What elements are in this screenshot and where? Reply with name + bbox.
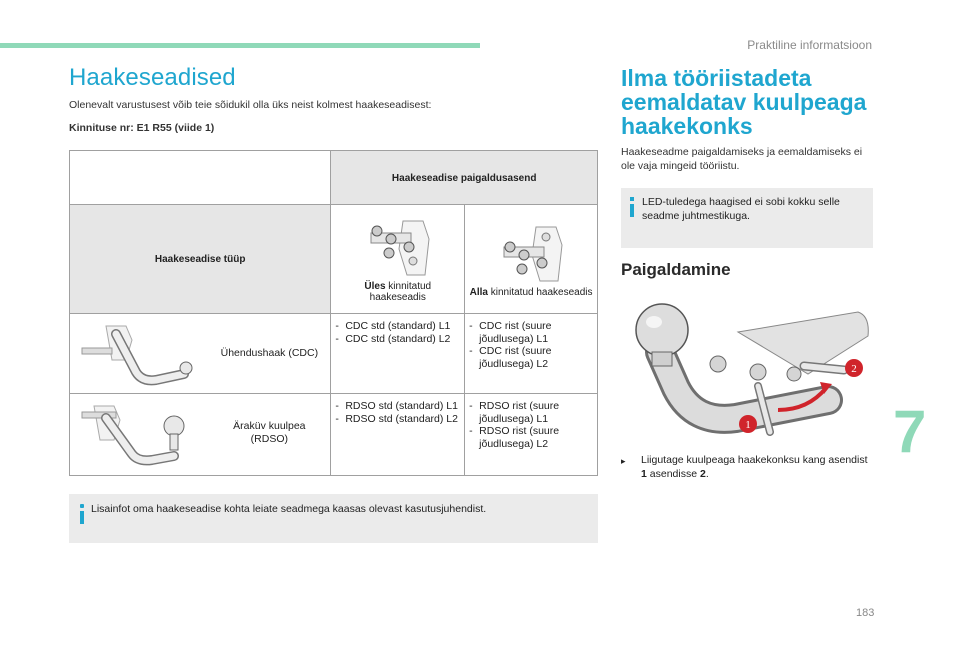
cdc-down-list: -CDC rist (suure jõudlusega) L1 -CDC ris… <box>464 313 598 394</box>
install-step: ▸ Liigutage kuulpeaga haakekonksu kang a… <box>621 454 871 481</box>
approval-number: Kinnituse nr: E1 R55 (viide 1) <box>69 122 215 134</box>
info-note-text: Lisainfot oma haakeseadise kohta leiate … <box>91 503 487 515</box>
page-number: 183 <box>856 607 875 619</box>
list-item: -CDC rist (suure jõudlusega) L1 <box>469 320 552 345</box>
cdc-type-cell: Ühendushaak (CDC) <box>68 313 332 394</box>
rdso-type-cell: Äraküv kuulpea (RDSO) <box>68 393 332 476</box>
header-accent-bar <box>0 43 480 48</box>
badge-1-icon <box>739 415 757 433</box>
info-icon <box>80 504 84 524</box>
mount-down-caption: Alla kinnitatud haakeseadis <box>469 286 593 298</box>
list-item: -RDSO std (standard) L1 <box>335 400 458 412</box>
position-header: Haakeseadise paigaldusasend <box>330 150 598 205</box>
page-title: Haakeseadised <box>69 64 236 91</box>
mount-down-cell: Alla kinnitatud haakeseadis <box>464 204 598 314</box>
svg-text:2: 2 <box>851 363 857 375</box>
intro-text: Olenevalt varustusest võib teie sõidukil… <box>69 99 432 111</box>
badge-2-icon <box>845 359 863 377</box>
info-note: Lisainfot oma haakeseadise kohta leiate … <box>69 494 598 543</box>
led-info-text: LED-tuledega haagised ei sobi kokku sell… <box>642 196 840 222</box>
mount-up-caption: Üles kinnitatud haakeseadis <box>364 281 432 303</box>
rdso-up-list: -RDSO std (standard) L1 -RDSO std (stand… <box>330 393 466 476</box>
cdc-hitch-illustration <box>81 325 193 386</box>
mount-up-cell: Üles kinnitatud haakeseadis <box>330 204 466 314</box>
list-item: -RDSO std (standard) L2 <box>335 412 458 425</box>
list-item: -RDSO rist (suure jõudlusega) L2 <box>469 425 560 450</box>
cdc-up-list: -CDC std (standard) L1 -CDC std (standar… <box>330 313 466 394</box>
chapter-number: 7 <box>893 398 927 465</box>
step-arrow-icon: ▸ <box>621 456 626 466</box>
list-item: -CDC std (standard) L1 <box>335 320 451 332</box>
mount-up-illustration <box>370 220 430 276</box>
table-row: Ühendushaak (CDC) -CDC std (standard) L1… <box>68 313 598 394</box>
rdso-down-list: -RDSO rist (suure jõudlusega) L1 -RDSO r… <box>464 393 598 476</box>
type-header: Haakeseadise tüüp <box>68 204 332 314</box>
subsection-title: Paigaldamine <box>621 260 731 279</box>
list-item: -CDC std (standard) L2 <box>335 332 451 345</box>
table-empty-corner <box>68 150 332 205</box>
list-item: -RDSO rist (suure jõudlusega) L1 <box>469 400 560 425</box>
install-step-text: Liigutage kuulpeaga haakekonksu kang ase… <box>641 454 868 480</box>
cdc-type-label: Ühendushaak (CDC) <box>220 347 319 359</box>
svg-text:1: 1 <box>745 419 751 431</box>
section-header: Praktiline informatsioon <box>747 38 872 52</box>
list-item: -CDC rist (suure jõudlusega) L2 <box>469 345 552 370</box>
ball-hitch-illustration: 1 2 <box>635 303 869 436</box>
rdso-type-label: Äraküv kuulpea (RDSO) <box>233 420 306 445</box>
info-icon <box>630 197 634 217</box>
section-title: Ilma tööriistadeta eemaldatav kuulpeaga … <box>621 65 867 139</box>
section-paragraph: Haakeseadme paigaldamiseks ja eemaldamis… <box>621 146 863 172</box>
mount-down-illustration <box>503 226 563 281</box>
rdso-hitch-illustration <box>81 405 185 466</box>
table-row: Äraküv kuulpea (RDSO) -RDSO std (standar… <box>68 393 598 476</box>
led-info-note: LED-tuledega haagised ei sobi kokku sell… <box>621 188 873 248</box>
hitch-table: Haakeseadise paigaldusasend Haakeseadise… <box>68 150 598 476</box>
